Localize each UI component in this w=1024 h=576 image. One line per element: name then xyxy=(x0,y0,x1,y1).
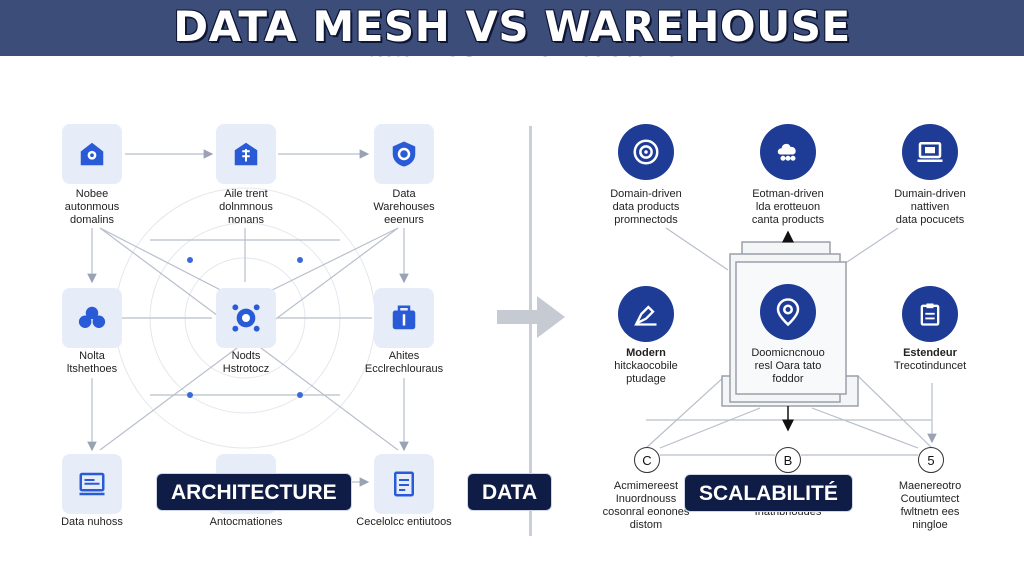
monitor-icon xyxy=(79,472,105,496)
laptop-icon xyxy=(917,142,943,162)
header-bar xyxy=(0,0,1024,56)
building-icon xyxy=(234,142,258,166)
marker-5: 5 xyxy=(918,447,944,473)
marker-c: C xyxy=(634,447,660,473)
node-data-warehouses xyxy=(374,124,434,184)
node-autonomous-domains xyxy=(62,124,122,184)
node-domain-data-products-2 xyxy=(760,124,816,180)
people-icon xyxy=(78,306,106,328)
badge-scalabilite: SCALABILITÉ xyxy=(684,474,853,512)
label-data-nuhoss: Data nuhoss xyxy=(61,516,123,528)
briefcase-icon xyxy=(392,305,416,330)
marker-b: B xyxy=(775,447,801,473)
node-domain-data-products-1 xyxy=(618,124,674,180)
location-pin-icon xyxy=(776,298,800,327)
page-title: DATA MESH VS WAREHOUSE xyxy=(173,2,851,51)
shield-location-icon xyxy=(80,142,104,166)
node-clipboard xyxy=(374,454,434,514)
node-estendeur xyxy=(902,286,958,342)
diagram-subtitle: Data mesh Architecture xyxy=(0,56,1024,64)
node-domain-data-products-3 xyxy=(902,124,958,180)
clipboard-icon xyxy=(920,303,940,326)
node-architectures xyxy=(374,288,434,348)
label-clipboard: Cecelolcc entiutoos xyxy=(356,516,452,528)
badge-architecture: ARCHITECTURE xyxy=(156,473,352,511)
shield-icon xyxy=(392,141,416,167)
badge-data: DATA xyxy=(467,473,553,511)
edit-icon xyxy=(634,305,657,326)
document-icon xyxy=(394,471,414,497)
cloud-people-icon xyxy=(777,143,796,161)
target-icon xyxy=(633,139,659,165)
node-domain-teams xyxy=(216,124,276,184)
node-data-nuhoss xyxy=(62,454,122,514)
section-divider xyxy=(529,126,532,536)
node-nolta xyxy=(62,288,122,348)
node-hub xyxy=(216,288,276,348)
transition-arrow xyxy=(497,296,565,338)
node-center-platform xyxy=(760,284,816,340)
hub-icon xyxy=(232,304,260,332)
label-automations: Antocmationes xyxy=(209,516,283,528)
node-modern xyxy=(618,286,674,342)
